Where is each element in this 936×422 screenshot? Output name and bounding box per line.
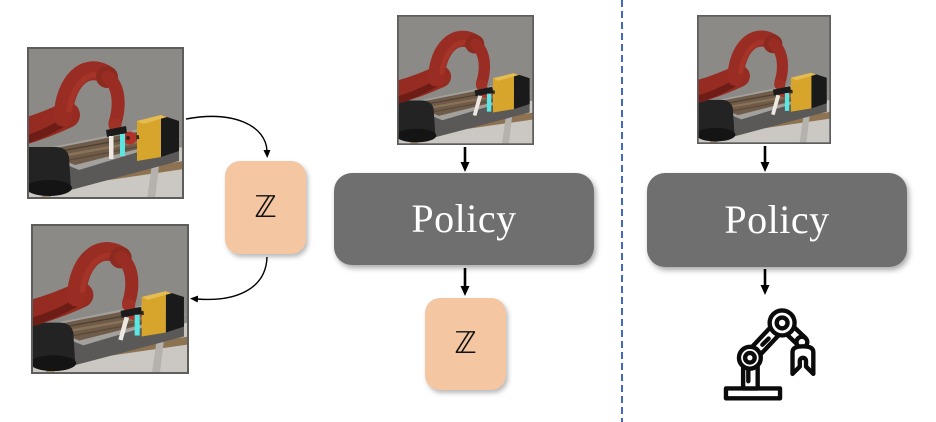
- robot-arm-icon: [723, 308, 816, 401]
- sim-image-initial-state: [27, 47, 184, 199]
- arrow-z-to-image: [190, 256, 268, 303]
- sim-image-next-state: [31, 224, 189, 374]
- z-label-middle: ℤ: [454, 326, 477, 361]
- policy-label-right: Policy: [724, 197, 830, 242]
- policy-label-middle: Policy: [411, 196, 517, 241]
- policy-box-middle: Policy: [334, 173, 594, 265]
- sim-image-observation-right: [697, 15, 831, 144]
- z-box-middle: ℤ: [425, 298, 506, 390]
- policy-box-right: Policy: [647, 173, 907, 267]
- arrow-image-to-z: [185, 115, 271, 158]
- sim-image-observation-middle: [397, 15, 534, 145]
- z-label-left: ℤ: [254, 189, 277, 225]
- z-box-left: ℤ: [225, 161, 306, 254]
